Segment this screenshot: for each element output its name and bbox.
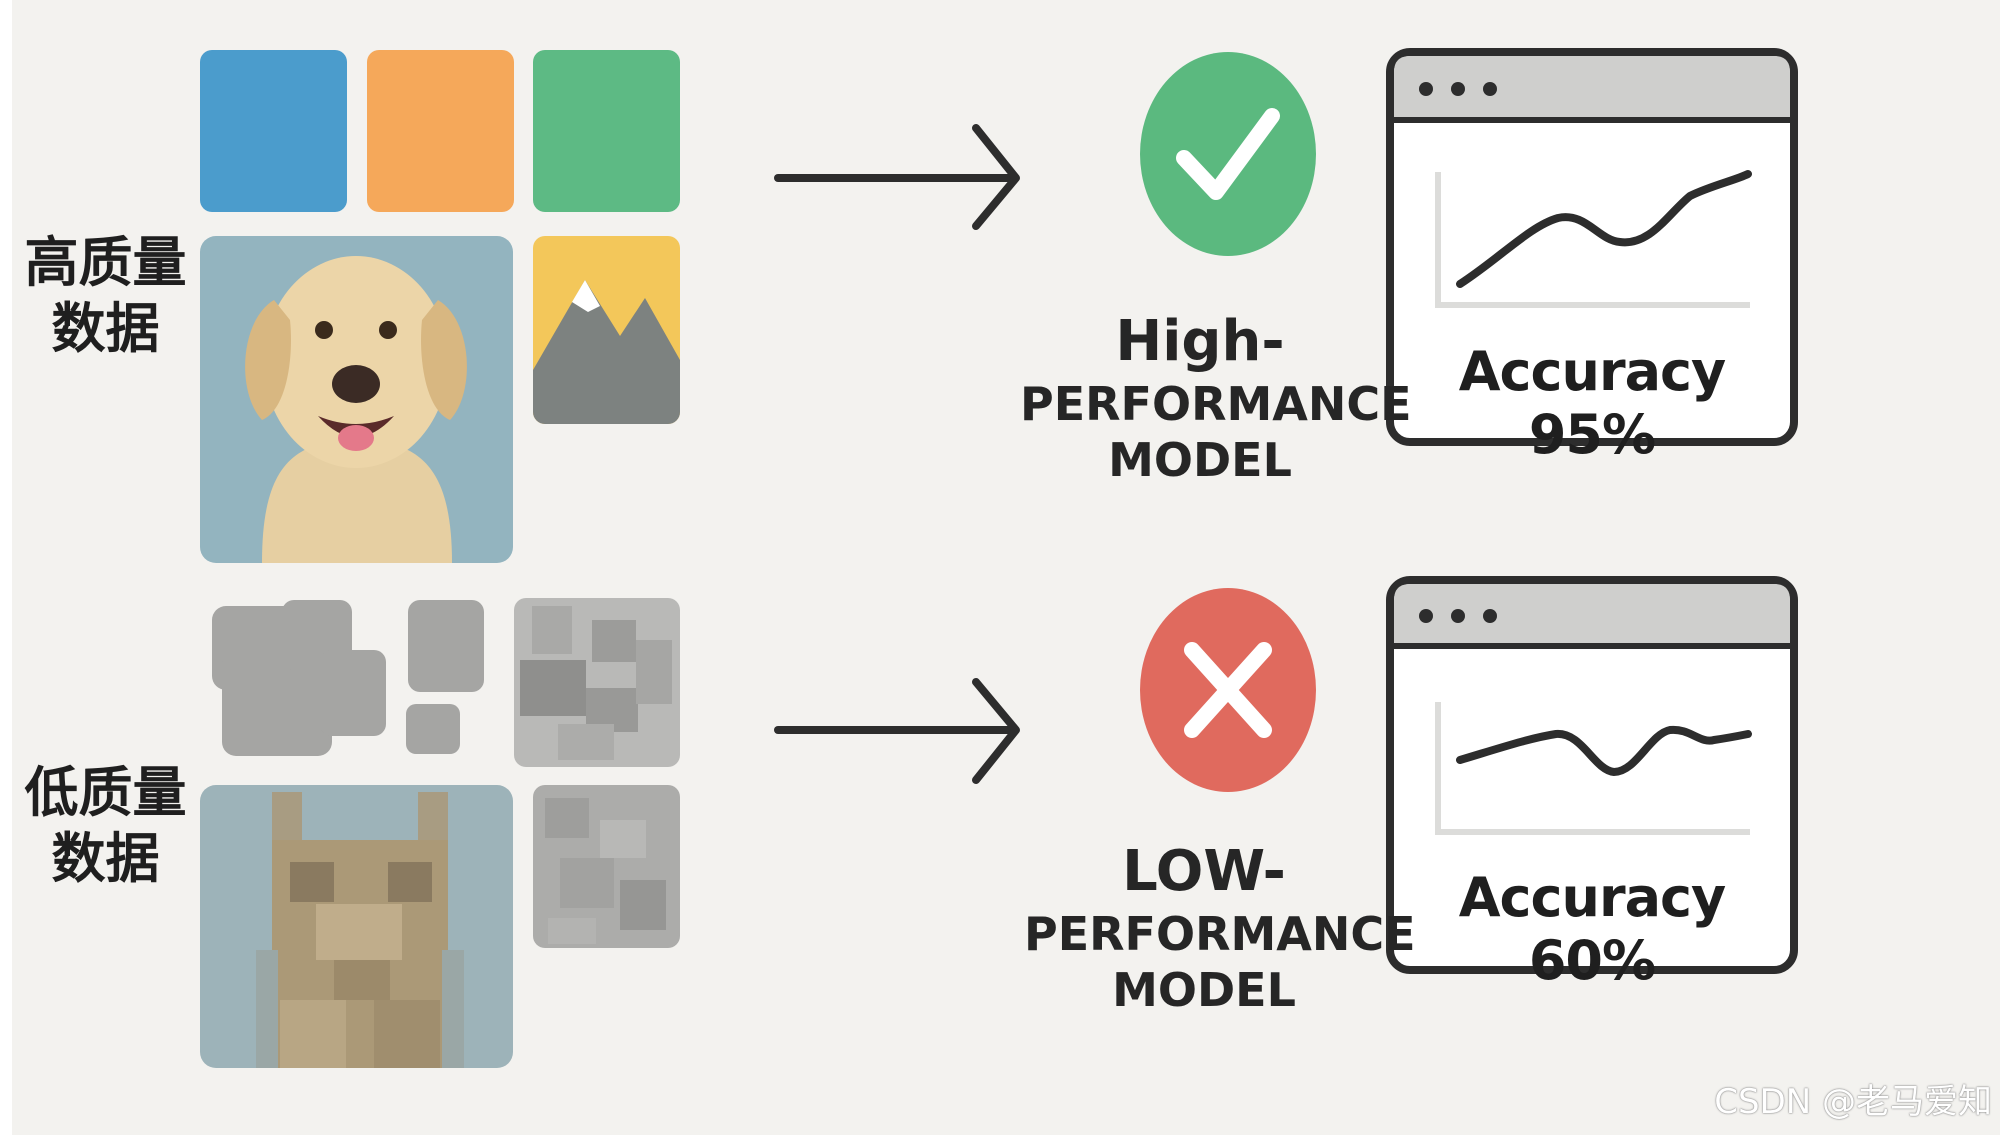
blue-tile: [200, 50, 347, 212]
model-label-line2: PERFORMANCE: [1020, 376, 1380, 432]
model-label-line1: LOW-: [1024, 838, 1384, 906]
arrow-icon: [778, 682, 1016, 780]
low-quality-data-label: 低质量 数据: [18, 760, 193, 892]
label-line: 高质量: [18, 230, 193, 296]
watermark: CSDN @老马爱知: [1714, 1074, 1992, 1123]
arrow-icon: [778, 128, 1016, 226]
high-performance-model-label: High- PERFORMANCE MODEL: [1020, 308, 1380, 489]
blurry-blocks-tile: [212, 600, 484, 756]
high-quality-data-label: 高质量 数据: [18, 230, 193, 362]
model-label-line3: MODEL: [1024, 962, 1384, 1018]
label-line: 数据: [18, 826, 193, 892]
check-icon: [1140, 52, 1316, 256]
pixelated-cat-photo: [200, 785, 513, 1068]
label-line: 低质量: [18, 760, 193, 826]
model-label-line3: MODEL: [1020, 432, 1380, 488]
model-label-line1: High-: [1020, 308, 1380, 376]
model-label-line2: PERFORMANCE: [1024, 906, 1384, 962]
green-tile: [533, 50, 680, 212]
dog-photo: [200, 236, 513, 563]
pixelated-tile-bottom: [533, 785, 680, 948]
low-performance-model-label: LOW- PERFORMANCE MODEL: [1024, 838, 1384, 1019]
label-line: 数据: [18, 296, 193, 362]
orange-tile: [367, 50, 514, 212]
accuracy-low-text: Accuracy 60%: [1392, 866, 1792, 992]
cross-icon: [1140, 588, 1316, 792]
mountain-image-tile: [533, 236, 680, 424]
pixelated-tile-top: [514, 598, 680, 767]
accuracy-high-text: Accuracy 95%: [1392, 340, 1792, 466]
